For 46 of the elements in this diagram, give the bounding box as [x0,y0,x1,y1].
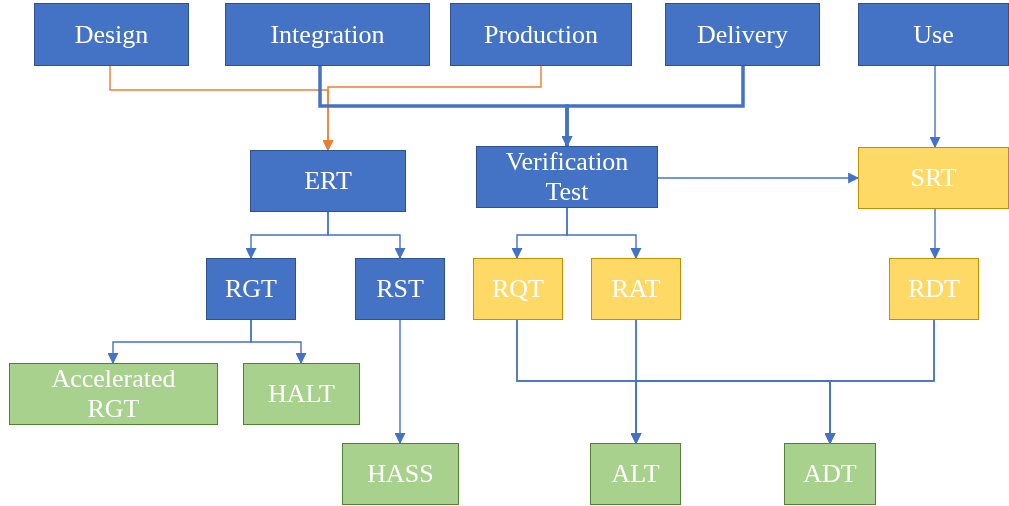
node-label: ERT [304,166,352,196]
node-label: Accelerated RGT [50,364,177,424]
process-box [9,363,218,425]
connector-arrow [657,172,860,184]
node-label: RDT [908,274,960,304]
connector-arrow [394,319,406,445]
connector-arrow [327,211,406,260]
connector-arrow [250,319,307,365]
process-box [858,3,1009,66]
node-label: RGT [225,274,277,304]
connector-arrow [322,65,542,152]
process-box [784,443,876,505]
process-box [250,150,406,212]
node-label: Integration [270,19,385,50]
process-box [590,443,681,505]
process-box [450,3,632,66]
node-label: Design [74,19,149,50]
process-box [889,258,979,320]
process-box [206,258,296,320]
node-label: Verification Test [504,147,630,207]
process-box [473,258,563,320]
process-box [243,363,360,425]
node-label: RAT [611,274,661,304]
node-label: Delivery [697,19,788,50]
process-box [858,147,1009,209]
node-label: Production [483,19,599,50]
process-box [591,258,681,320]
connector-arrow [561,66,745,148]
process-box [665,3,820,66]
connector-arrow [566,207,642,260]
node-label: Use [913,19,954,50]
node-label: ADT [803,459,857,489]
connector-arrow [824,319,935,445]
process-box [355,258,445,320]
node-label: RQT [492,274,544,304]
node-label: ALT [611,459,660,489]
process-box [225,3,430,66]
process-box [342,443,459,505]
connector-arrow [929,208,941,260]
connector-arrow [929,65,941,149]
node-label: HASS [367,459,434,489]
process-box [476,146,658,208]
node-label: HALT [268,379,335,409]
node-label: SRT [910,163,957,193]
process-box [34,3,189,66]
node-label: RST [376,274,424,304]
